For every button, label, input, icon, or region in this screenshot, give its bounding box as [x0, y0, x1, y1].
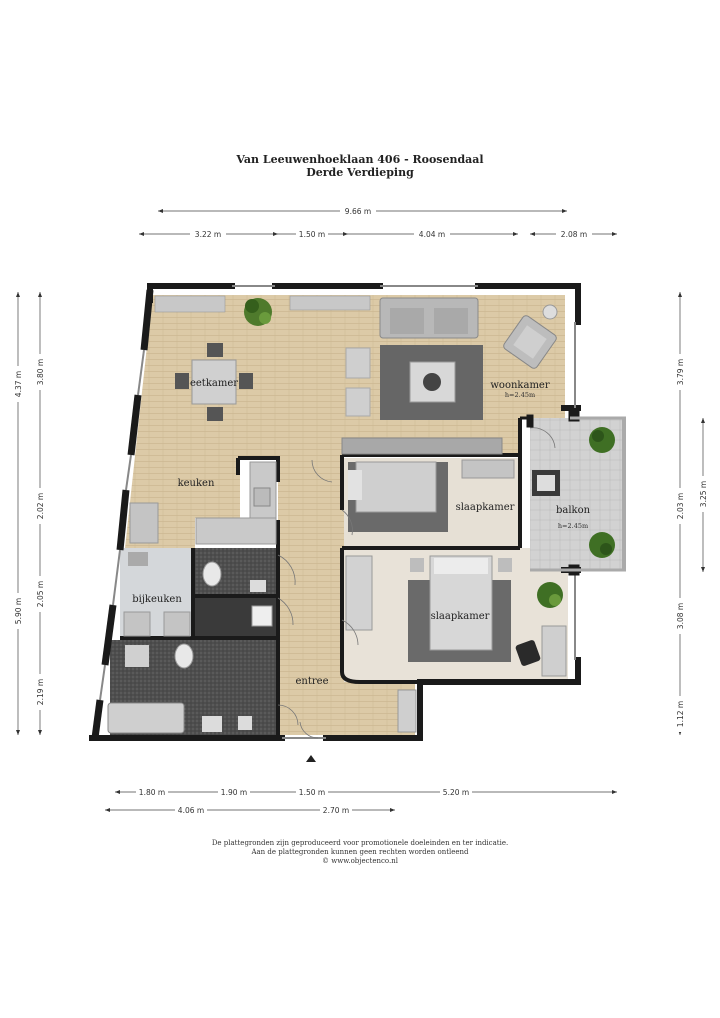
dim-top-total: 9.66 m — [345, 207, 371, 216]
window-segments — [99, 285, 576, 739]
balkon-height: h=2.45m — [558, 522, 588, 530]
room-label-bijkeuken: bijkeuken — [132, 594, 182, 605]
plant-bedroom-icon — [537, 582, 563, 608]
dim-left-inner-2: 2.02 m — [36, 493, 45, 519]
ottoman-1 — [345, 347, 371, 379]
dim-top-2: 1.50 m — [299, 230, 325, 239]
nightstand-right — [498, 558, 512, 572]
sideboard — [154, 295, 226, 313]
balcony-chair-seat — [537, 475, 555, 491]
desk-chair — [515, 640, 541, 666]
dim-left-outer-1: 4.37 m — [14, 371, 23, 397]
bathroom-toilet — [174, 643, 194, 669]
armchair — [503, 315, 557, 369]
ottoman-2 — [345, 387, 371, 417]
desk-1 — [461, 459, 515, 479]
dining-table — [191, 359, 237, 405]
dim-top-1: 3.22 m — [195, 230, 221, 239]
room-label-slaapkamer-2: slaapkamer — [431, 611, 490, 622]
sofa-cushion-left — [390, 308, 424, 334]
dining-chair-top — [207, 343, 223, 357]
dim-top-3: 4.04 m — [419, 230, 445, 239]
dim-left-outer-2: 5.90 m — [14, 598, 23, 624]
decor-object — [423, 373, 441, 391]
dim-top-4: 2.08 m — [561, 230, 587, 239]
plant-balcony-2-icon — [589, 532, 615, 558]
dining-chair-left — [175, 373, 189, 389]
bed-1 — [355, 461, 437, 513]
outer-walls — [89, 283, 581, 741]
balcony-railing — [622, 418, 626, 570]
dining-chair-bottom — [207, 407, 223, 421]
toilet-sink — [250, 580, 266, 592]
page-title: Van Leeuwenhoeklaan 406 - Roosendaal — [236, 153, 484, 166]
nightstand-left — [410, 558, 424, 572]
dim-bottom-4: 5.20 m — [443, 788, 469, 797]
bed-2-pillows — [434, 558, 488, 574]
dining-chair-right — [239, 373, 253, 389]
dim-left-inner-3: 2.05 m — [36, 581, 45, 607]
footer-disclaimer-2: Aan de plattegronden kunnen geen rechten… — [251, 848, 469, 856]
plant-balcony-1-icon — [589, 427, 615, 453]
bed-1-pillow — [348, 470, 362, 500]
desk-2 — [541, 625, 567, 677]
slanted-wall — [91, 289, 154, 739]
dim-bottom-3: 1.50 m — [299, 788, 325, 797]
dim-bottom-5: 4.06 m — [178, 806, 204, 815]
dim-right-outer-1: 3.25 m — [699, 481, 708, 507]
dim-left-inner-4: 2.19 m — [36, 679, 45, 705]
bathroom-cabinet — [125, 645, 149, 667]
woonkamer-height: h=2.45m — [505, 391, 535, 399]
plant-living-icon — [244, 298, 272, 326]
meter-unit — [251, 605, 273, 627]
hallway-floor-lower — [278, 680, 415, 735]
wardrobe-1 — [341, 437, 503, 455]
dim-right-inner-4: 1.12 m — [676, 701, 685, 727]
room-label-balkon: balkon — [556, 505, 591, 516]
bathroom-basin — [238, 716, 252, 730]
door-swings — [277, 427, 556, 739]
hall-cabinet — [397, 689, 417, 733]
bathtub — [107, 702, 185, 734]
inner-walls — [120, 418, 522, 735]
room-label-woonkamer: woonkamer — [490, 380, 549, 391]
washer — [123, 611, 151, 637]
room-label-keuken: keuken — [178, 478, 215, 489]
kitchen-counter-horizontal — [195, 517, 277, 545]
room-label-entree: entree — [296, 676, 329, 687]
footer-disclaimer-1: De plattegronden zijn geproduceerd voor … — [211, 839, 509, 847]
sofa-cushion-right — [434, 308, 468, 334]
dim-right-inner-1: 3.79 m — [676, 359, 685, 385]
dryer — [163, 611, 191, 637]
side-table — [542, 304, 558, 320]
kitchen-island — [129, 502, 159, 544]
footer-copyright: © www.objectenco.nl — [322, 857, 398, 865]
dimension-ticks — [16, 209, 705, 812]
utility-sink — [128, 552, 148, 566]
tv-cabinet — [289, 295, 371, 311]
wardrobe-2 — [345, 555, 373, 631]
dim-right-inner-2: 2.03 m — [676, 493, 685, 519]
dim-bottom-1: 1.80 m — [139, 788, 165, 797]
dim-right-inner-3: 3.08 m — [676, 603, 685, 629]
room-label-slaapkamer-1: slaapkamer — [456, 502, 515, 513]
bathroom-sink — [202, 716, 222, 732]
toilet — [202, 561, 222, 587]
room-label-eetkamer: eetkamer — [190, 378, 238, 389]
dim-bottom-6: 2.70 m — [323, 806, 349, 815]
kitchen-sink — [253, 487, 271, 507]
entrance-marker — [306, 755, 316, 762]
dim-left-inner-1: 3.80 m — [36, 359, 45, 385]
page-subtitle: Derde Verdieping — [306, 166, 414, 179]
dim-bottom-2: 1.90 m — [221, 788, 247, 797]
